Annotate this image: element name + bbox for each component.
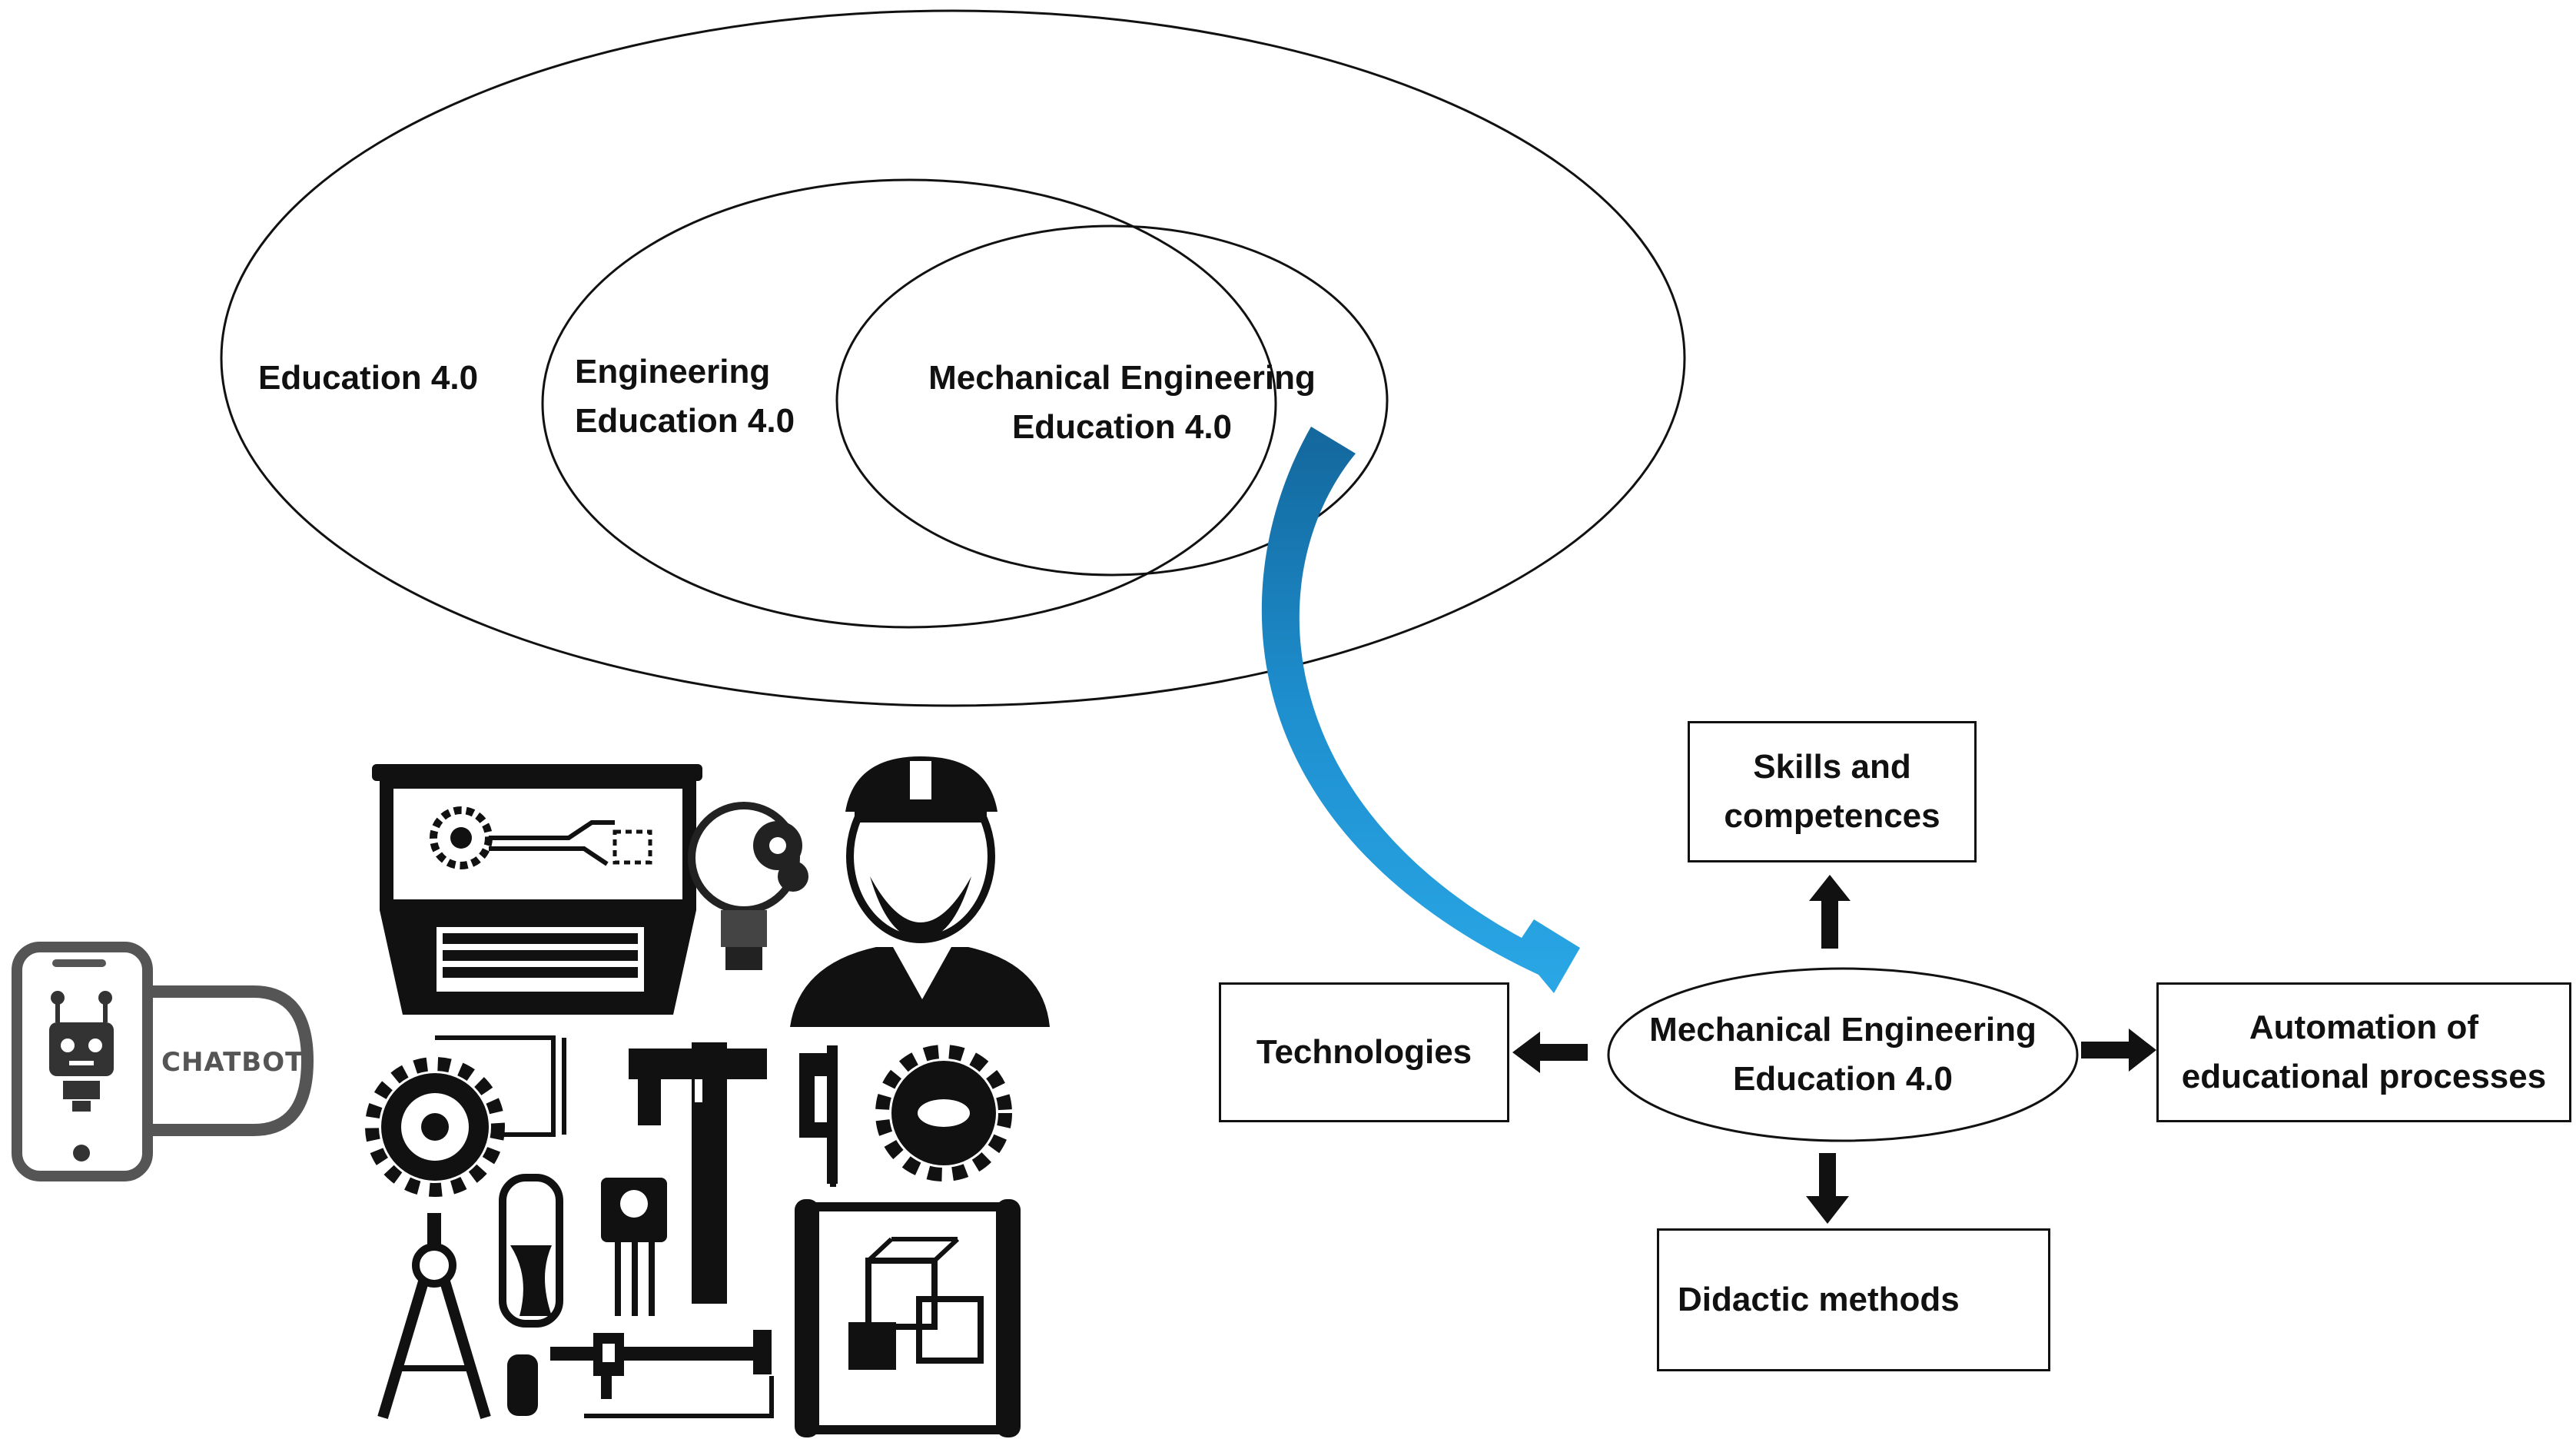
caliper-icon [629,1042,767,1304]
center-node-label-line2: Education 4.0 [1732,1060,1954,1098]
lightbulb-gears-icon [688,802,808,970]
arrow-down [1806,1153,1849,1224]
blueprint-icon [795,1199,1021,1437]
center-node: Mechanical Engineering Education 4.0 [1608,969,2077,1141]
gear-icon [365,1035,566,1197]
skills-box-label-line2: competences [1724,797,1940,835]
middle-ellipse-label: Engineering Education 4.0 [575,347,795,446]
skills-box: Skills and competences [1688,721,1977,862]
technologies-box: Technologies [1219,982,1509,1122]
cylinder-icon [499,1174,563,1416]
center-node-label: Mechanical Engineering Education 4.0 [1649,1005,2037,1104]
curved-arrow [1261,427,1580,993]
outer-ellipse-label: Education 4.0 [258,359,479,397]
outer-ellipse [220,9,1686,707]
skills-box-label: Skills and competences [1724,743,1940,841]
inner-ellipse-label: Mechanical Engineering Education 4.0 [915,354,1329,452]
engineer-icon [790,756,1050,1027]
center-node-label-line1: Mechanical Engineering [1649,1011,2037,1049]
laptop-icon [372,764,702,1015]
middle-ellipse-label-line2: Education 4.0 [575,402,795,440]
inner-ellipse [835,224,1389,577]
middle-ellipse-label-line1: Engineering [575,353,771,390]
gear-right-icon [875,1045,1012,1181]
arrow-left [1512,1032,1588,1073]
didactic-box: Didactic methods [1657,1228,2050,1371]
transistor-icon [601,1178,667,1316]
didactic-box-label: Didactic methods [1678,1281,1960,1318]
inner-ellipse-label-line1: Mechanical Engineering [928,359,1316,397]
arrow-right [2081,1029,2156,1072]
automation-box-label-line2: educational processes [2181,1058,2547,1095]
technologies-box-label: Technologies [1256,1033,1472,1071]
c-clamp-icon [799,1045,838,1187]
chatbot-label: CHATBOT [161,1047,304,1078]
skills-box-label-line1: Skills and [1753,748,1911,786]
automation-box-label: Automation of educational processes [2182,1003,2546,1102]
inner-ellipse-label-line2: Education 4.0 [1011,408,1233,446]
compass-icon [377,1213,491,1420]
center-node-ellipse [1607,967,2079,1142]
phone-robot-icon [12,942,314,1181]
ruler-icon [550,1330,774,1418]
automation-box: Automation of educational processes [2156,982,2571,1122]
middle-ellipse [541,178,1277,629]
automation-box-label-line1: Automation of [2249,1009,2479,1046]
arrow-up [1809,875,1851,949]
